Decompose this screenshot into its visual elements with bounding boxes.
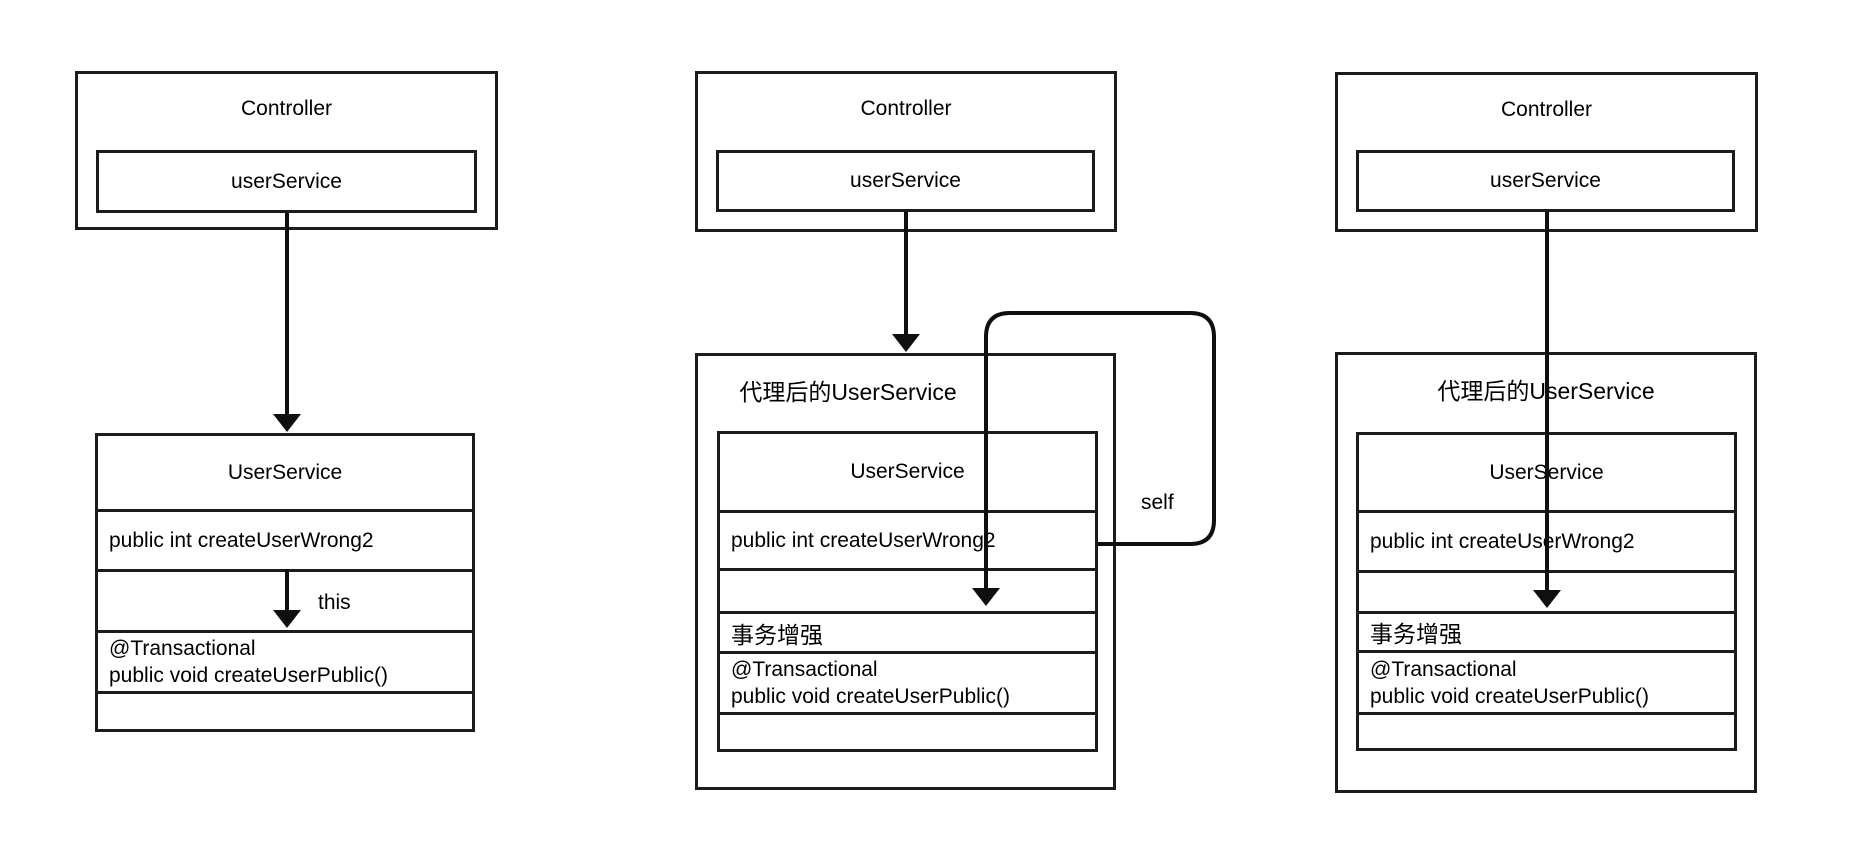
annotation-label-3: @Transactional (1370, 657, 1517, 681)
self-arrow-label: self (1141, 491, 1174, 514)
proxy-title-2: 代理后的UserService (739, 379, 957, 405)
userservice-field-2: userService (716, 150, 1095, 212)
class-title-2: UserService (850, 460, 965, 483)
proxy-box-3: 代理后的UserService UserService public int c… (1335, 352, 1757, 793)
userservice-class-box-1: UserService public int createUserWrong2 … (95, 433, 475, 732)
userservice-class-box-3: UserService public int createUserWrong2 … (1356, 432, 1737, 751)
userservice-field-3: userService (1356, 150, 1735, 212)
controller-title-1: Controller (240, 97, 333, 120)
userservice-field-label-1: userService (231, 169, 342, 193)
userservice-class-box-2: UserService public int createUserWrong2 … (717, 431, 1098, 752)
controller-title-2: Controller (860, 97, 952, 120)
this-arrow-label: this (318, 591, 351, 614)
userservice-field-label-2: userService (850, 169, 961, 192)
userservice-field-1: userService (96, 150, 477, 213)
method-public-label-2: public void createUserPublic() (731, 685, 1010, 708)
enhancement-row-2: 事务增强 (720, 611, 1095, 651)
method-public-label-3: public void createUserPublic() (1370, 684, 1649, 708)
empty-bottom-row-2 (720, 712, 1095, 749)
method-row-wrong2-1: public int createUserWrong2 (98, 509, 472, 569)
method-row-wrong2-2: public int createUserWrong2 (720, 510, 1095, 568)
proxy-title-3: 代理后的UserService (1437, 378, 1655, 404)
controller-box-1: Controller userService (75, 71, 498, 230)
enhancement-row-3: 事务增强 (1359, 611, 1734, 650)
method-row-wrong2-3: public int createUserWrong2 (1359, 510, 1734, 570)
annotation-label-1: @Transactional (109, 637, 256, 660)
method-row-public-2: @Transactional public void createUserPub… (720, 651, 1095, 712)
method-public-label-1: public void createUserPublic() (109, 664, 388, 687)
method-row-public-1: @Transactional public void createUserPub… (98, 630, 472, 691)
empty-row-arrow-3 (1359, 570, 1734, 611)
arrowhead-controller-to-proxy-2 (892, 334, 920, 352)
userservice-field-label-3: userService (1490, 169, 1601, 192)
controller-title-3: Controller (1500, 98, 1593, 121)
empty-row-arrow-2 (720, 568, 1095, 611)
controller-box-3: Controller userService (1335, 72, 1758, 232)
arrowhead-controller-to-service-1 (273, 414, 301, 432)
empty-row-this-1 (98, 569, 472, 630)
empty-bottom-row-3 (1359, 712, 1734, 748)
class-title-1: UserService (227, 460, 343, 484)
class-title-3: UserService (1489, 460, 1604, 484)
controller-box-2: Controller userService (695, 71, 1117, 232)
annotation-label-2: @Transactional (731, 658, 878, 681)
proxy-box-2: 代理后的UserService UserService public int c… (695, 353, 1116, 790)
empty-bottom-row-1 (98, 691, 472, 729)
method-row-public-3: @Transactional public void createUserPub… (1359, 650, 1734, 712)
